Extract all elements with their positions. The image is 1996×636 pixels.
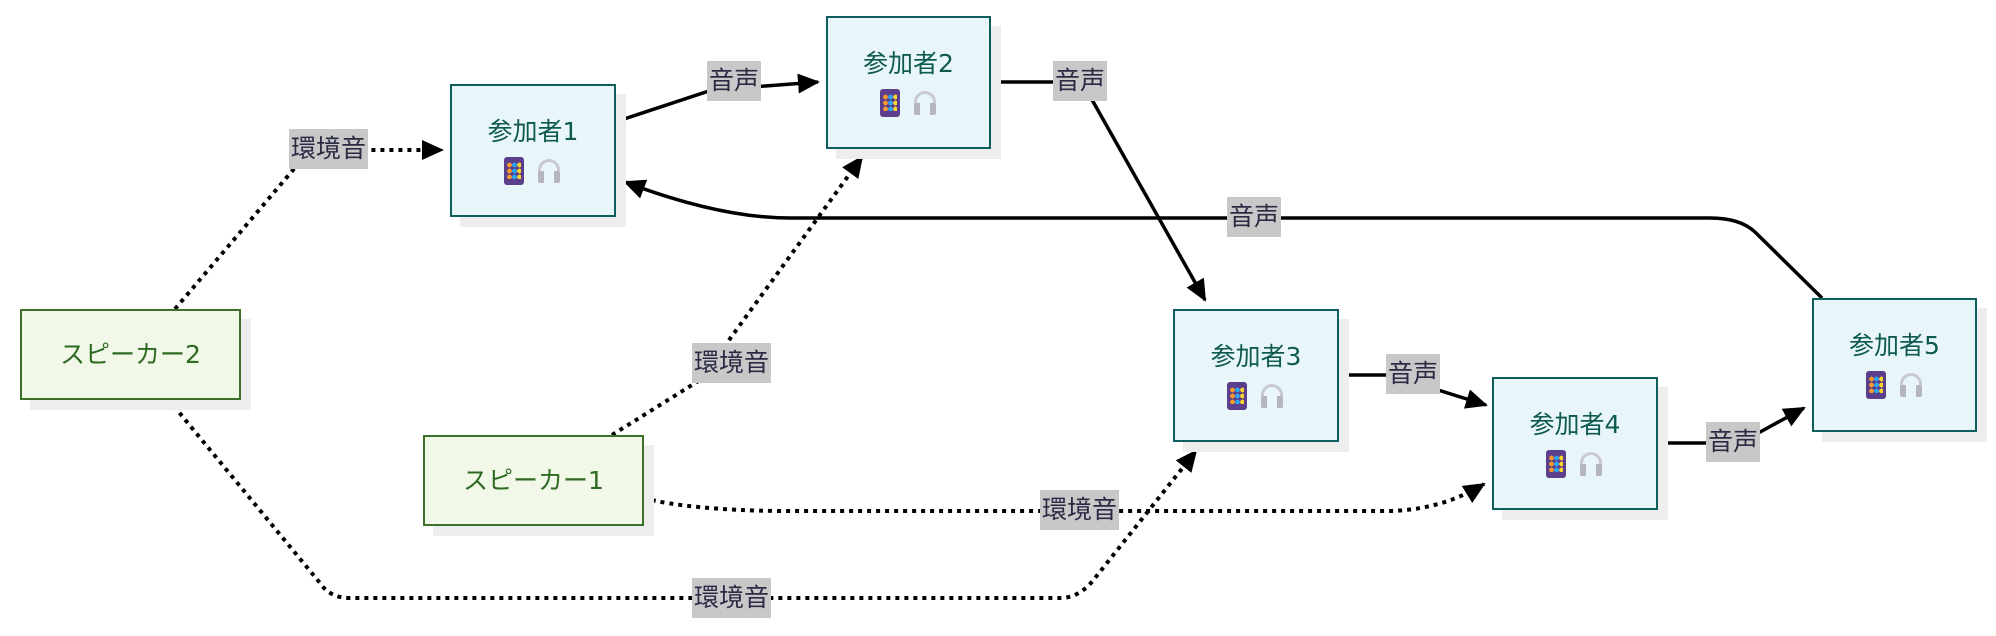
edge-label-p5-p1: 音声 <box>1227 197 1282 237</box>
node-participant-3[interactable]: 参加者3 <box>1173 309 1339 442</box>
headphones-icon <box>1259 383 1285 409</box>
tablet-icon <box>1227 381 1247 410</box>
edge-s2-p3 <box>166 397 1198 600</box>
node-title: 参加者1 <box>487 116 579 146</box>
edge-p5-p1 <box>623 179 1824 300</box>
headphones-icon <box>536 158 562 184</box>
node-title: 参加者3 <box>1210 341 1302 371</box>
headphones-icon <box>1578 451 1604 477</box>
node-speaker-2[interactable]: スピーカー2 <box>20 309 241 400</box>
edge-label-p3-p4: 音声 <box>1386 354 1441 394</box>
node-participant-4[interactable]: 参加者4 <box>1492 377 1658 510</box>
node-participant-2[interactable]: 参加者2 <box>826 16 991 149</box>
edge-s2-p1 <box>173 140 444 311</box>
edge-label-s1-p4: 環境音 <box>1040 490 1120 530</box>
tablet-icon <box>879 88 900 117</box>
edge-label-p2-p3: 音声 <box>1053 61 1108 101</box>
edge-s1-p2 <box>610 155 864 437</box>
edge-label-s1-p2: 環境音 <box>692 343 772 383</box>
edge-p2-p3 <box>990 80 1207 302</box>
headphones-icon <box>912 90 938 116</box>
node-title: 参加者4 <box>1529 409 1621 439</box>
node-participant-5[interactable]: 参加者5 <box>1812 298 1977 432</box>
edge-label-s2-p1: 環境音 <box>289 129 369 169</box>
node-title: スピーカー2 <box>60 339 201 369</box>
tablet-icon <box>504 156 524 185</box>
node-participant-1[interactable]: 参加者1 <box>450 84 616 217</box>
tablet-icon <box>1546 449 1566 478</box>
node-speaker-1[interactable]: スピーカー1 <box>423 435 644 526</box>
node-title: 参加者5 <box>1849 331 1940 360</box>
node-title: スピーカー1 <box>463 465 604 495</box>
headphones-icon <box>1898 372 1924 398</box>
edge-label-p1-p2: 音声 <box>707 61 762 101</box>
tablet-icon <box>1865 371 1886 399</box>
node-title: 参加者2 <box>863 48 954 78</box>
edge-s1-p4 <box>642 482 1486 513</box>
edge-label-p4-p5: 音声 <box>1706 422 1761 462</box>
edge-label-s2-p3: 環境音 <box>692 578 772 618</box>
